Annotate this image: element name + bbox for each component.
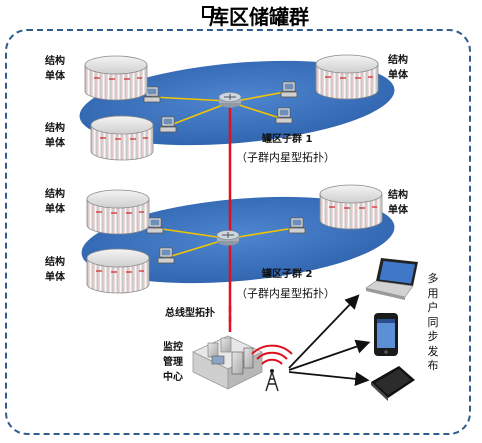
publish-arrows xyxy=(288,294,371,387)
diagram-frame xyxy=(5,29,471,435)
unit-label: 结构单体 xyxy=(388,55,408,81)
antenna-icon xyxy=(251,344,293,392)
tablet-icon xyxy=(371,366,415,401)
smartphone-icon xyxy=(374,313,398,356)
title-bullet-icon xyxy=(202,6,214,18)
storage-tank-icon xyxy=(86,189,150,235)
computer-icon xyxy=(157,247,175,264)
multi-user-publish-label: 多用户同步发布 xyxy=(427,272,439,372)
computer-icon xyxy=(159,116,177,133)
storage-tank-icon xyxy=(90,115,154,161)
laptop-icon xyxy=(365,258,418,300)
group1-star-links xyxy=(151,91,286,127)
storage-tank-icon xyxy=(84,55,148,101)
unit-label: 结构单体 xyxy=(45,189,65,215)
page-title: 库区储罐群 xyxy=(209,5,309,29)
computer-icon xyxy=(275,107,293,124)
group2-topology: （子群内星型拓扑） xyxy=(236,287,335,300)
group2-name: 罐区子群 2 xyxy=(262,269,313,280)
group2-star-links xyxy=(154,227,295,259)
monitoring-center-label: 监控 管理 中心 xyxy=(163,342,183,383)
router-icon xyxy=(216,230,240,246)
server-building-icon xyxy=(192,335,263,390)
unit-label: 结构单体 xyxy=(388,190,408,216)
unit-label: 结构单体 xyxy=(45,257,65,283)
storage-tank-icon xyxy=(315,54,379,100)
storage-tank-icon xyxy=(86,248,150,294)
computer-icon xyxy=(288,217,306,234)
unit-label: 结构单体 xyxy=(45,123,65,149)
bus-topology-label: 总线型拓扑 xyxy=(165,308,215,319)
router-icon xyxy=(218,92,242,108)
group1-name: 罐区子群 1 xyxy=(262,134,313,145)
computer-icon xyxy=(280,81,298,98)
group1-topology: （子群内星型拓扑） xyxy=(236,151,335,164)
unit-label: 结构单体 xyxy=(45,56,65,82)
storage-tank-icon xyxy=(319,184,383,230)
